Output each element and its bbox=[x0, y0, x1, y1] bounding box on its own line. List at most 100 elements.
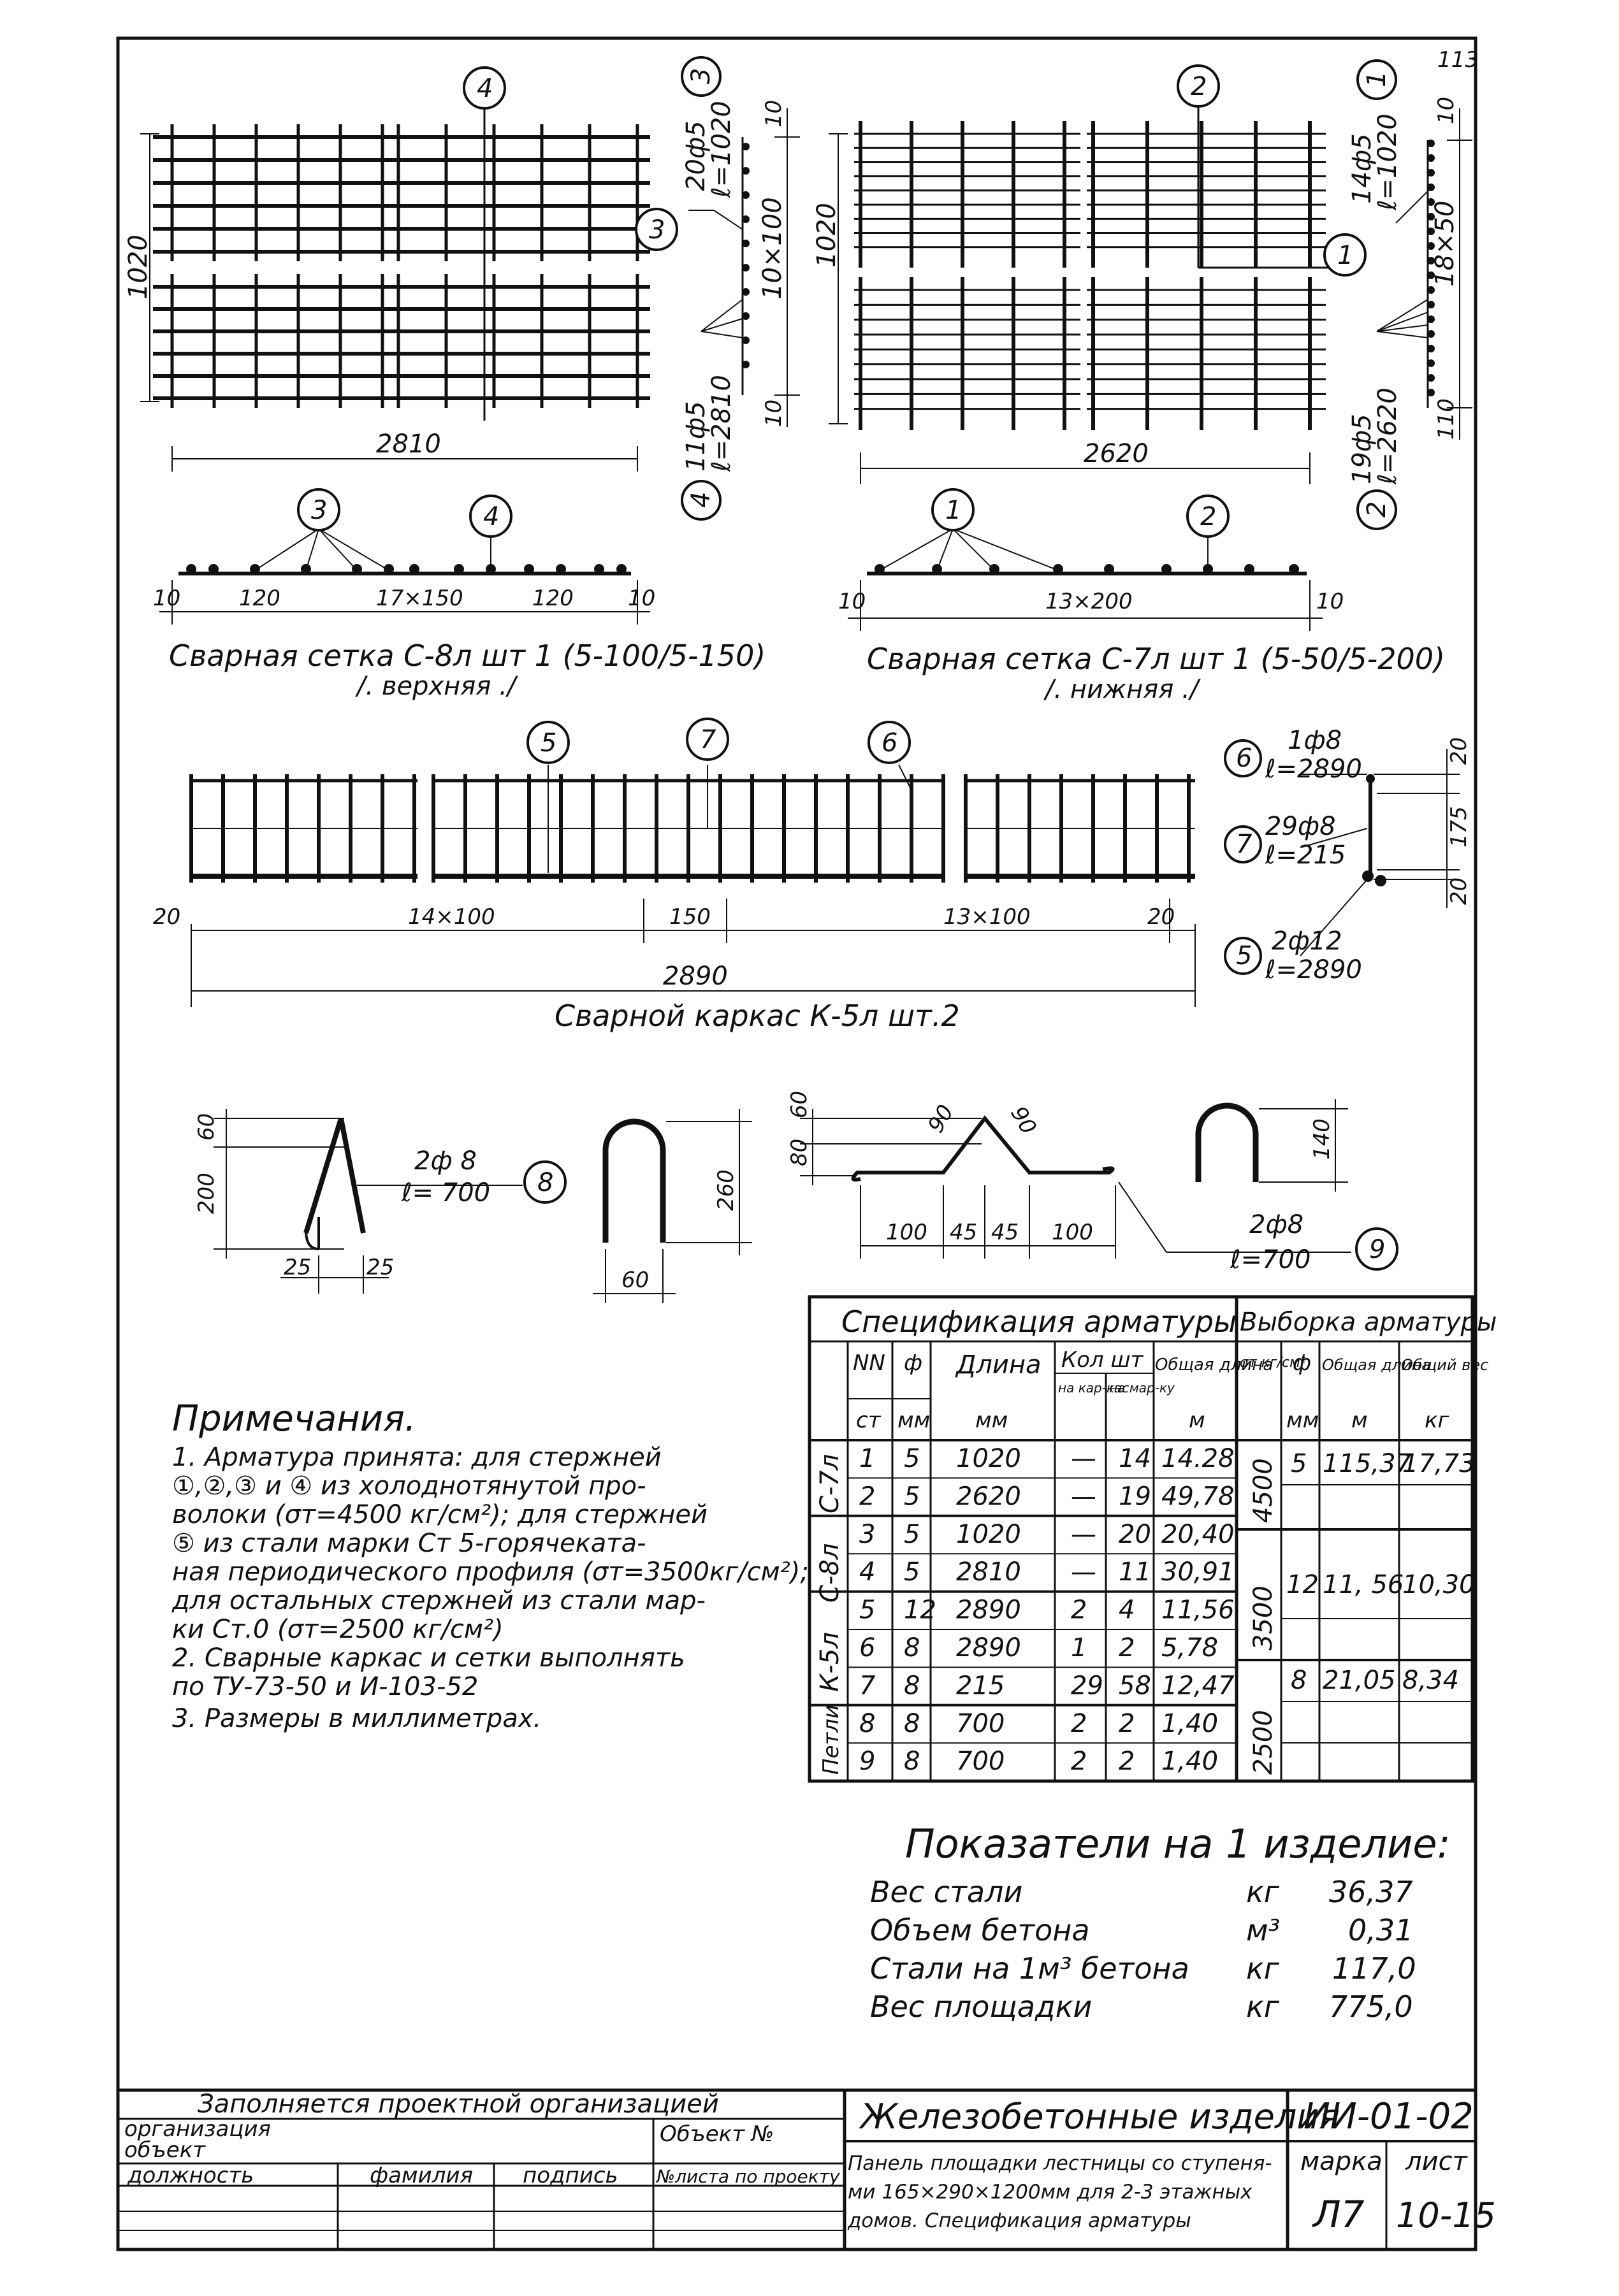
c8-dim-10-left: 10 bbox=[153, 586, 180, 611]
svg-text:2: 2 bbox=[1362, 502, 1391, 517]
rebar-cross-dot bbox=[1203, 564, 1213, 574]
svg-text:4: 4 bbox=[477, 74, 493, 103]
table-cell: 8 bbox=[904, 1633, 920, 1663]
table-cell: 700 bbox=[956, 1747, 1005, 1776]
rebar-cross-dot bbox=[932, 564, 942, 574]
svg-text:Объем бетона: Объем бетона bbox=[870, 1913, 1090, 1947]
note-line: волоки (σт=4500 кг/см²); для стержней bbox=[172, 1500, 708, 1529]
c7-end-110: 110 bbox=[1434, 398, 1459, 440]
svg-text:0,31: 0,31 bbox=[1348, 1913, 1413, 1947]
svg-text:9: 9 bbox=[1369, 1235, 1385, 1264]
note-line: 3. Размеры в миллиметрах. bbox=[172, 1704, 541, 1733]
mesh-c7-width: 2620 bbox=[1084, 439, 1149, 468]
table-cell: 5 bbox=[859, 1596, 875, 1625]
marker-4-callout: 4 bbox=[681, 480, 722, 521]
marker-2-cross: 2 bbox=[1186, 495, 1230, 538]
marker-2-callout: 2 bbox=[1356, 489, 1397, 530]
spec-group-k5: К-5л bbox=[815, 1632, 845, 1692]
table-cell: 5 bbox=[904, 1482, 920, 1511]
table-cell: 29 bbox=[1071, 1671, 1103, 1700]
bar1-length: ℓ=1020 bbox=[1373, 113, 1402, 211]
table-cell: 700 bbox=[956, 1709, 1005, 1738]
tb-series: ИИ-01-02 bbox=[1303, 2096, 1474, 2137]
bar5-dot-a bbox=[1362, 870, 1374, 882]
table-cell: 2 bbox=[1119, 1633, 1135, 1663]
table-cell: — bbox=[1071, 1557, 1096, 1587]
indicator-row: Вес стали кг 36,37 bbox=[870, 1875, 1413, 1909]
tb-sheet-per-project: №листа по проекту bbox=[655, 2166, 840, 2187]
c7-dim-10-right: 10 bbox=[1316, 589, 1344, 614]
rebar-section-dot bbox=[742, 336, 750, 344]
marker-1-cross: 1 bbox=[931, 488, 975, 531]
table-cell: 6 bbox=[859, 1633, 875, 1663]
marker-3-side: 3 bbox=[635, 208, 678, 251]
loop8-callout: 2ф 8 bbox=[414, 1146, 477, 1176]
note-line: ①,②,③ и ④ из холоднотянутой про- bbox=[172, 1471, 646, 1501]
marker-4-cross: 4 bbox=[469, 495, 512, 538]
tb-description-3: домов. Спецификация арматуры bbox=[847, 2209, 1191, 2232]
rebar-cross-dot bbox=[409, 564, 419, 574]
table-cell: 19 bbox=[1119, 1482, 1151, 1511]
tb-signature: подпись bbox=[523, 2163, 618, 2188]
loop9-dim-100-left: 100 bbox=[886, 1220, 927, 1245]
indicator-row: Стали на 1м³ бетона кг 117,0 bbox=[870, 1951, 1416, 1986]
sel-h-length: Общая длина bbox=[1322, 1356, 1431, 1374]
svg-text:6: 6 bbox=[1236, 744, 1252, 773]
table-cell: 4 bbox=[1119, 1596, 1135, 1625]
rebar-cross-dot bbox=[989, 564, 999, 574]
rebar-section-dot bbox=[1427, 389, 1435, 396]
table-cell: 4 bbox=[859, 1557, 875, 1587]
rebar-cross-dot bbox=[454, 564, 464, 574]
svg-text:21,05: 21,05 bbox=[1323, 1666, 1396, 1695]
svg-text:Вес стали: Вес стали bbox=[870, 1875, 1022, 1909]
note-line: для остальных стержней из стали мар- bbox=[171, 1586, 706, 1615]
spec-group-loops: Петли bbox=[818, 1705, 844, 1775]
table-cell: 2810 bbox=[956, 1557, 1021, 1587]
c7-end-10: 10 bbox=[1434, 97, 1459, 124]
loop8-dim-60: 60 bbox=[194, 1113, 219, 1141]
table-cell: 2 bbox=[1071, 1747, 1087, 1776]
marker-2-top: 2 bbox=[1177, 64, 1220, 108]
svg-text:4500: 4500 bbox=[1249, 1458, 1278, 1523]
marker-1-side: 1 bbox=[1323, 233, 1367, 277]
frame-dim-150: 150 bbox=[669, 904, 711, 930]
bar6-callout: 1ф8 bbox=[1288, 726, 1342, 755]
table-cell: 3 bbox=[859, 1520, 875, 1549]
frame-dim-20-left: 20 bbox=[153, 904, 180, 930]
svg-text:8,34: 8,34 bbox=[1402, 1666, 1459, 1695]
table-cell: 5,78 bbox=[1161, 1633, 1218, 1663]
end-10-top: 10 bbox=[761, 100, 787, 127]
bar3-callout: 20ф5 bbox=[681, 120, 711, 191]
selection-table-title: Выборка арматуры bbox=[1240, 1308, 1497, 1337]
table-cell: 7 bbox=[859, 1671, 876, 1700]
tb-product-class: Железобетонные изделия bbox=[859, 2097, 1340, 2137]
svg-text:8: 8 bbox=[1291, 1666, 1307, 1695]
loop9-dim-80: 80 bbox=[787, 1139, 812, 1166]
table-cell: 11 bbox=[1119, 1557, 1151, 1587]
rebar-cross-dot bbox=[186, 564, 196, 574]
tb-filled-by: Заполняется проектной организацией bbox=[198, 2090, 719, 2119]
rebar-section-dot bbox=[1427, 184, 1435, 191]
rebar-cross-dot bbox=[250, 564, 260, 574]
tb-mark-label: марка bbox=[1300, 2147, 1383, 2176]
spec-h-qty-frame: на кар-кас bbox=[1058, 1380, 1129, 1396]
loop9-length: ℓ=700 bbox=[1230, 1245, 1310, 1274]
bar1-callout: 14ф5 bbox=[1347, 133, 1377, 204]
bar7-length: ℓ=215 bbox=[1265, 841, 1346, 870]
mesh-c8-plan bbox=[140, 108, 657, 472]
marker-6-section: 6 bbox=[1224, 739, 1262, 777]
rebar-section-dot bbox=[742, 361, 750, 368]
rebar-section-dot bbox=[742, 264, 750, 271]
bar4-callout: 11ф5 bbox=[681, 401, 711, 472]
mesh-c8-title: Сварная сетка С-8л шт 1 (5-100/5-150) bbox=[169, 639, 766, 673]
svg-text:3500: 3500 bbox=[1249, 1585, 1278, 1650]
svg-text:2: 2 bbox=[1200, 502, 1216, 531]
svg-text:1: 1 bbox=[1362, 71, 1391, 87]
rebar-section-dot bbox=[1427, 154, 1435, 162]
rebar-cross-dot bbox=[1161, 564, 1172, 574]
table-cell: 2 bbox=[859, 1482, 875, 1511]
loop8-dim-200: 200 bbox=[194, 1173, 219, 1214]
note-line: по ТУ-73-50 и И-103-52 bbox=[172, 1672, 478, 1701]
notes-title: Примечания. bbox=[172, 1398, 416, 1440]
